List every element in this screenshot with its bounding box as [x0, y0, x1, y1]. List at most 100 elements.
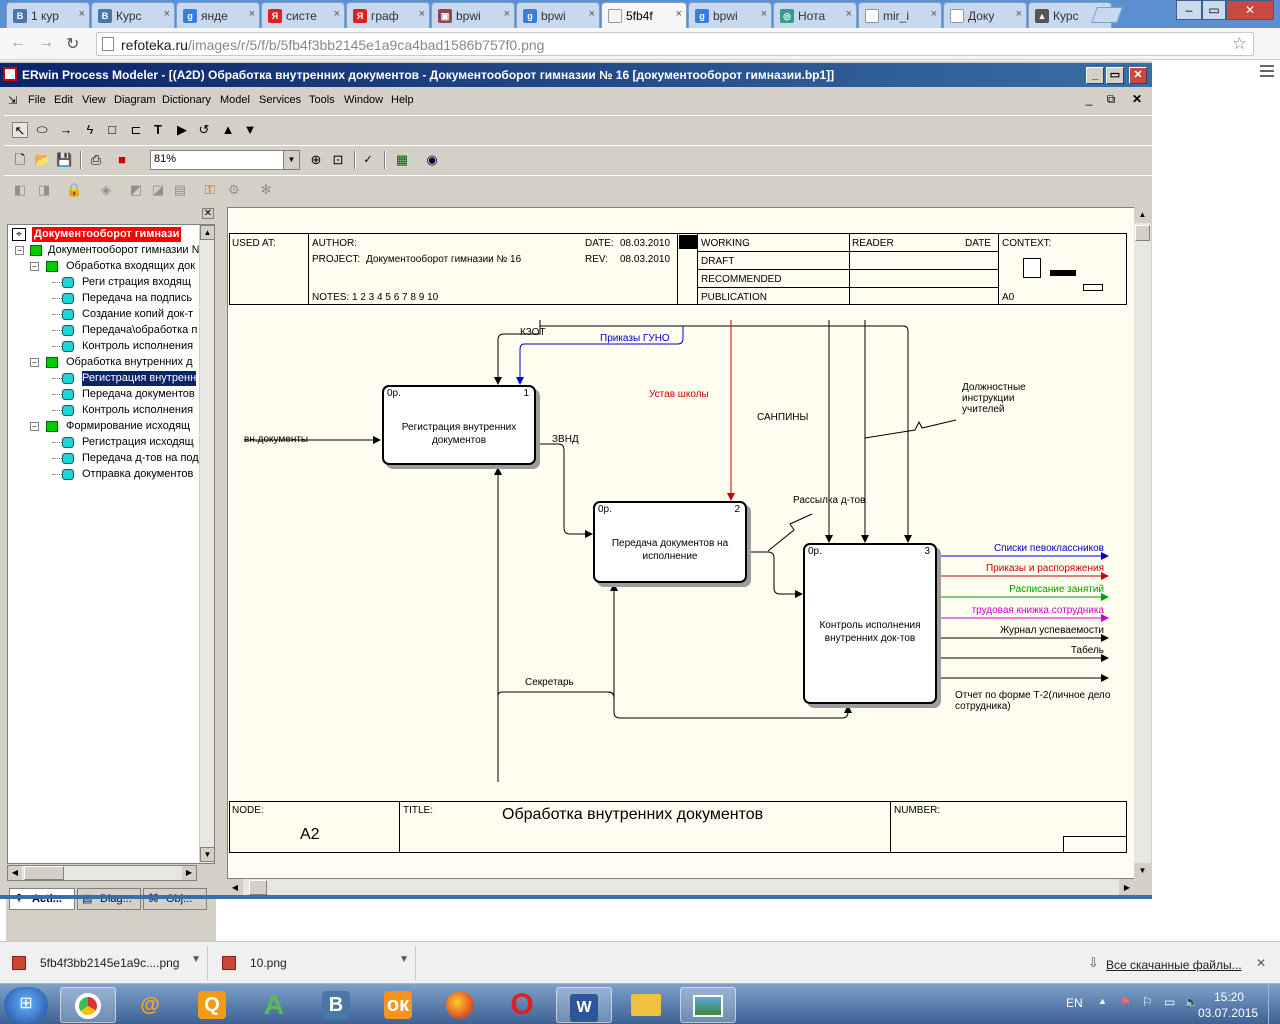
tab-close-icon[interactable]: ×: [1015, 8, 1022, 20]
tree-item[interactable]: Создание копий док-т: [8, 307, 198, 322]
collapse-icon[interactable]: −: [30, 422, 39, 431]
all-downloads-link[interactable]: Все скачанные файлы...: [1106, 958, 1242, 972]
tree-item[interactable]: Передача\обработка п: [8, 323, 198, 338]
activity-box-3[interactable]: 0р. 3 Контроль исполнения внутренних док…: [803, 543, 937, 704]
tree-item[interactable]: −Обработка входящих док: [8, 259, 198, 274]
frame-icon[interactable]: □: [108, 122, 116, 137]
tab-close-icon[interactable]: ×: [78, 8, 85, 20]
tree-item[interactable]: −Обработка внутренних д: [8, 355, 198, 370]
tab-close-icon[interactable]: ×: [760, 8, 767, 20]
model-explorer-icon[interactable]: ▦: [395, 152, 409, 167]
download-item[interactable]: 5fb4f3bb2145e1a9c....png▼: [0, 946, 208, 980]
scroll-up-icon[interactable]: ▲: [200, 225, 214, 240]
menu-services[interactable]: Services: [259, 94, 302, 106]
network-warning-icon[interactable]: ⚑: [1120, 995, 1131, 1009]
reload-icon[interactable]: ↻: [66, 36, 80, 53]
show-hidden-icons-icon[interactable]: ▲: [1098, 996, 1107, 1006]
chevron-down-icon[interactable]: ▼: [191, 954, 201, 965]
tree-item[interactable]: Реги страция входящ: [8, 275, 198, 290]
display-icon[interactable]: ▭: [1164, 995, 1176, 1009]
menu-file[interactable]: File: [28, 94, 46, 106]
open-folder-icon[interactable]: 📂: [34, 152, 51, 167]
browser-tab[interactable]: ◎Нота×: [773, 2, 857, 28]
close-window-button[interactable]: ✕: [1226, 0, 1274, 20]
tree-item[interactable]: Передача на подпись: [8, 291, 198, 306]
menu-edit[interactable]: Edit: [54, 94, 73, 106]
scroll-down-icon[interactable]: ▼: [200, 847, 214, 862]
explorer-taskbar-icon[interactable]: [618, 987, 674, 1023]
web-icon[interactable]: ◉: [426, 152, 438, 167]
scroll-down-icon[interactable]: ▼: [1134, 863, 1151, 879]
vk-taskbar-icon[interactable]: B: [308, 987, 364, 1023]
pointer-icon[interactable]: ↖: [12, 122, 28, 138]
opera-taskbar-icon[interactable]: O: [510, 988, 534, 1021]
maximize-window-button[interactable]: ▭: [1202, 0, 1226, 20]
chrome-taskbar-icon[interactable]: [60, 987, 116, 1023]
language-indicator[interactable]: EN: [1066, 996, 1083, 1010]
back-icon[interactable]: ←: [10, 34, 26, 51]
volume-icon[interactable]: 🔈: [1184, 995, 1199, 1009]
forward-icon[interactable]: →: [38, 34, 54, 51]
url-input[interactable]: refoteka.ru/images/r/5/f/b/5fb4f3bb2145e…: [96, 32, 1254, 56]
app-a-taskbar-icon[interactable]: A: [263, 989, 285, 1020]
clock-time[interactable]: 15:20: [1214, 990, 1245, 1004]
close-icon[interactable]: ✕: [1256, 956, 1267, 970]
text-tool-icon[interactable]: T: [154, 122, 162, 137]
color-icon[interactable]: ■: [118, 152, 126, 167]
mail-taskbar-icon[interactable]: @: [140, 994, 160, 1016]
ok-taskbar-icon[interactable]: ок: [370, 987, 426, 1023]
menu-model[interactable]: Model: [220, 94, 250, 106]
arrow-tool-icon[interactable]: →: [59, 122, 73, 137]
mdi-close-button[interactable]: ✕: [1131, 92, 1143, 106]
go-child-icon[interactable]: ▶: [177, 122, 187, 137]
tree-item[interactable]: Регистрация исходящ: [8, 435, 198, 450]
tree-item[interactable]: Контроль исполнения: [8, 339, 198, 354]
go-down-icon[interactable]: ▼: [243, 122, 257, 137]
properties-icon[interactable]: ⚿: [205, 182, 215, 197]
chevron-down-icon[interactable]: ▼: [399, 954, 409, 965]
tree-vertical-scrollbar[interactable]: ▲ ▼: [199, 225, 214, 863]
tab-objects[interactable]: ⌘Obj...: [143, 888, 207, 910]
menu-help[interactable]: Help: [391, 94, 414, 106]
tab-close-icon[interactable]: ×: [930, 8, 937, 20]
undo-icon[interactable]: ↺: [198, 122, 210, 137]
browser-tab[interactable]: 5fb4f×: [601, 2, 687, 28]
browser-tab[interactable]: ▣bpwi×: [431, 2, 515, 28]
print-icon[interactable]: ⎙: [90, 152, 102, 167]
tree-item[interactable]: Передача документов: [8, 387, 198, 402]
menu-view[interactable]: View: [82, 94, 106, 106]
activity-box-2[interactable]: 0р. 2 Передача документов на исполнение: [593, 501, 747, 583]
menu-window[interactable]: Window: [344, 94, 384, 106]
download-item[interactable]: 10.png▼: [210, 946, 416, 980]
browser-tab[interactable]: Доку×: [943, 2, 1027, 28]
word-taskbar-icon[interactable]: W: [556, 987, 612, 1023]
collapse-icon[interactable]: −: [30, 358, 39, 367]
tree-horizontal-scrollbar[interactable]: ◀ ▶: [7, 865, 197, 881]
tab-close-icon[interactable]: ×: [845, 8, 852, 20]
photo-viewer-taskbar-icon[interactable]: [680, 987, 736, 1023]
new-tab-button[interactable]: [1091, 7, 1123, 23]
activity-box-icon[interactable]: ⬭: [36, 122, 48, 137]
diagram-vertical-scrollbar[interactable]: ▲ ▼: [1134, 207, 1151, 879]
minimize-window-button[interactable]: –: [1176, 0, 1202, 20]
flag-icon[interactable]: ⚐: [1142, 995, 1153, 1009]
app-maximize-button[interactable]: ▭: [1106, 67, 1124, 84]
scroll-thumb[interactable]: [1135, 225, 1150, 241]
scroll-thumb[interactable]: [24, 866, 64, 880]
firefox-taskbar-icon[interactable]: [432, 987, 488, 1023]
activity-box-1[interactable]: 0р. 1 Регистрация внутренних документов: [382, 385, 536, 465]
external-ref-icon[interactable]: ⊏: [130, 122, 142, 137]
diagram-horizontal-scrollbar[interactable]: ◀ ▶: [227, 879, 1135, 896]
tab-close-icon[interactable]: ×: [248, 8, 255, 20]
browser-tab[interactable]: mir_i×: [858, 2, 942, 28]
app-close-button[interactable]: ✕: [1129, 67, 1147, 84]
chevron-down-icon[interactable]: ▼: [283, 151, 299, 169]
tree-item[interactable]: Передача д-тов на под: [8, 451, 199, 466]
mdi-restore-button[interactable]: ⧉: [1106, 92, 1116, 106]
